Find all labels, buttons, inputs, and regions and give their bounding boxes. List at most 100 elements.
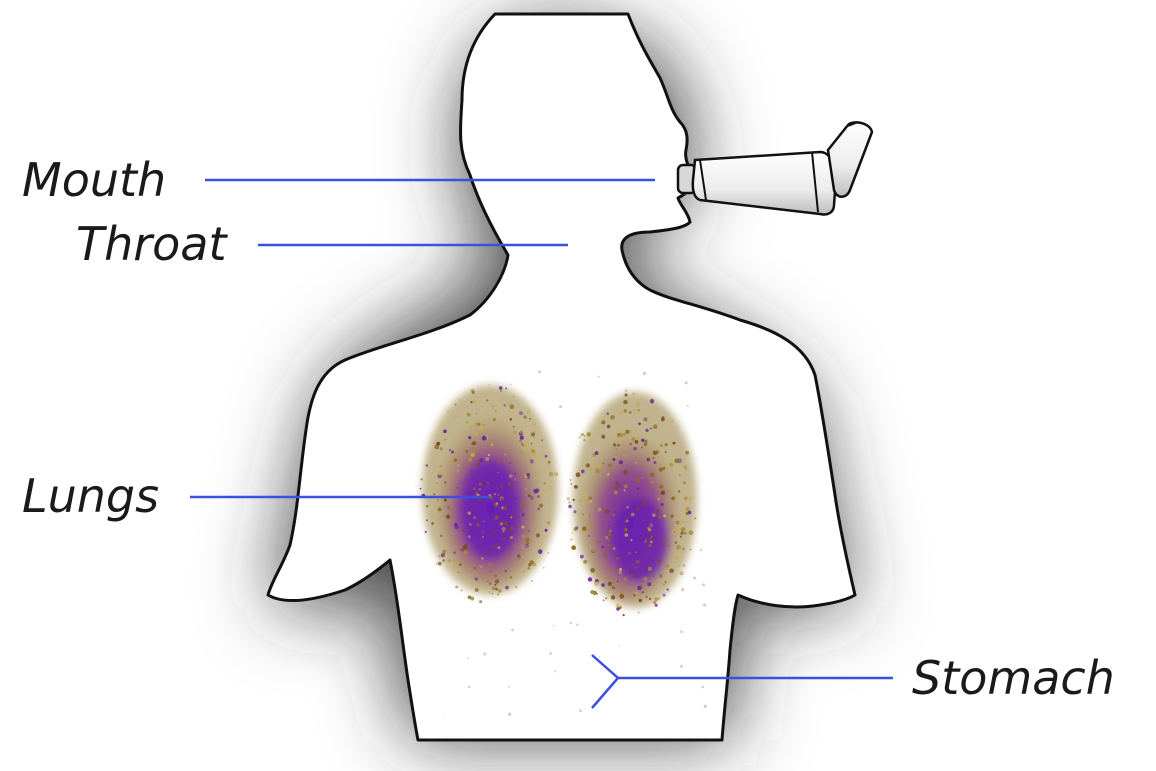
deposit-particle [663,514,666,517]
deposit-particle [470,597,474,601]
deposit-particle [601,420,605,424]
deposit-particle [628,552,632,556]
deposit-particle [583,439,585,441]
deposit-particle [530,496,533,499]
deposit-particle [635,591,638,594]
deposit-particle [624,484,628,488]
deposit-particle [608,525,610,527]
deposit-particle [660,445,662,447]
deposit-particle [668,545,670,547]
deposit-particle [446,515,450,519]
stomach-label: Stomach [912,651,1115,705]
deposit-particle [505,388,507,390]
deposit-particle [624,409,628,413]
deposit-particle [654,597,658,601]
deposit-particle [471,533,474,536]
deposit-particle [676,557,680,561]
deposit-particle [438,508,442,512]
deposit-particle [473,487,476,490]
deposit-particle [633,447,637,451]
deposit-particle [589,500,592,503]
deposit-particle [447,506,450,509]
deposit-particle [533,436,536,439]
deposit-particle [478,423,480,425]
scatter-particle [690,496,692,498]
deposit-particle [479,482,483,486]
deposit-particle [629,411,632,414]
scatter-particle [625,389,628,392]
deposit-particle [659,467,663,471]
scatter-particle [618,645,619,646]
deposit-particle [508,482,511,485]
deposit-particle [490,480,494,484]
deposit-particle [438,471,443,476]
deposit-particle [671,421,673,423]
deposit-particle [688,511,692,515]
deposit-particle [459,563,462,566]
deposit-particle [455,404,457,406]
deposit-particle [612,586,615,589]
deposit-particle [546,489,548,491]
deposit-particle [645,429,648,432]
deposit-particle [576,472,581,477]
deposit-particle [590,524,594,528]
scatter-particle [497,472,498,473]
deposit-particle [623,470,628,475]
deposit-particle [479,488,482,491]
deposit-particle [488,563,491,566]
deposit-particle [581,433,584,436]
deposit-particle [499,386,503,390]
deposit-particle [644,567,648,571]
deposit-particle [442,500,444,502]
deposit-particle [608,532,610,534]
deposit-particle [486,399,488,401]
scatter-particle [467,657,469,659]
deposit-particle [475,588,479,592]
deposit-particle [685,451,689,455]
deposit-particle [612,595,614,597]
deposit-particle [493,418,496,421]
deposit-particle [485,457,489,461]
deposit-particle [545,529,548,532]
deposit-particle [426,464,428,466]
deposit-particle [528,563,531,566]
scatter-particle [510,384,511,385]
deposit-particle [624,489,626,491]
deposit-particle [426,505,428,507]
deposit-particle [449,449,451,451]
deposit-particle [632,574,635,577]
deposit-particle [520,503,525,508]
deposit-particle [440,447,443,450]
scatter-particle [680,630,683,633]
deposit-particle [547,521,550,524]
deposit-particle [669,463,673,467]
deposit-particle [459,399,461,401]
scatter-particle [508,686,510,688]
deposit-particle [655,604,658,607]
scatter-particle [647,527,650,530]
deposit-particle [510,446,512,448]
deposit-particle [521,526,524,529]
deposit-particle [571,539,573,541]
deposit-particle [616,603,620,607]
deposit-particle [506,404,508,406]
deposit-particle [614,491,618,495]
deposit-particle [654,461,657,464]
deposit-particle [511,517,513,519]
deposit-particle [443,430,447,434]
deposit-particle [645,596,648,599]
deposit-particle [657,509,660,512]
scatter-particle [559,405,562,408]
deposit-particle [620,594,625,599]
deposit-particle [494,584,496,586]
deposit-particle [522,447,525,450]
deposit-particle [519,411,523,415]
deposit-particle [641,591,644,594]
deposit-particle [647,533,651,537]
deposit-particle [638,423,641,426]
deposit-particle [538,549,543,554]
deposit-particle [623,614,625,616]
deposit-particle [631,539,633,541]
deposit-particle [521,443,523,445]
scatter-particle [598,376,600,378]
